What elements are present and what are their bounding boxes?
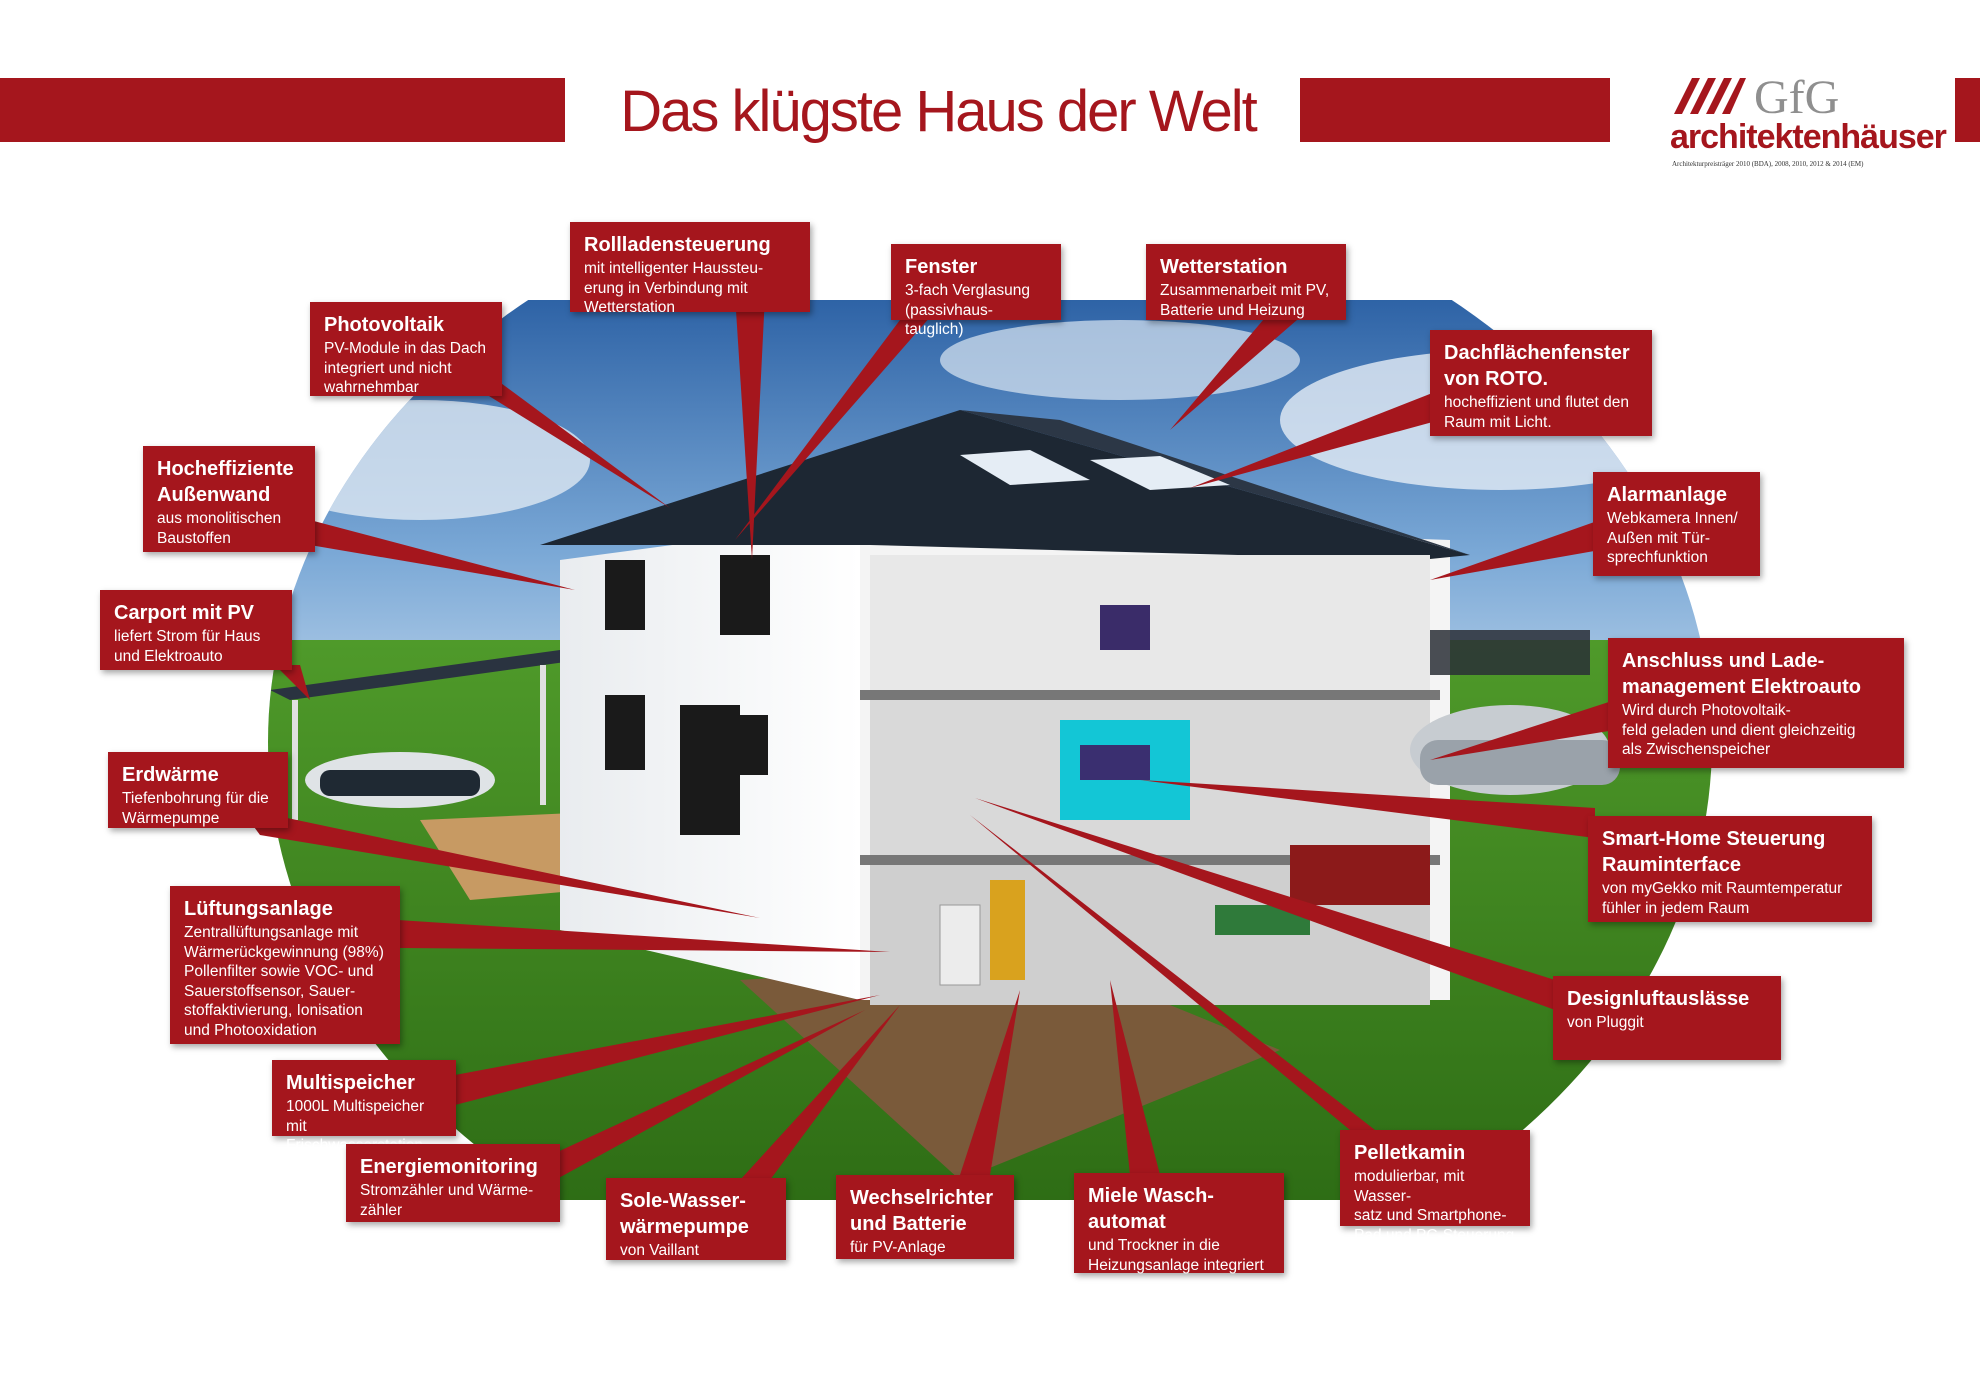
header-bar-right <box>1300 78 1610 142</box>
callout-title: Smart-Home Steuerung Rauminterface <box>1602 828 1826 876</box>
leader-solewasser <box>740 1005 900 1180</box>
callout-title: Designluftauslässe <box>1567 988 1750 1010</box>
callout-title: Multispeicher <box>286 1072 415 1094</box>
callout-text: Zentrallüftungsanlage mit Wärmerückgewin… <box>184 924 384 1039</box>
callout-energiemonitoring: Energiemonitoring Stromzähler und Wärme-… <box>346 1144 560 1222</box>
header-bar-left <box>0 78 565 142</box>
leader-wechselrichter <box>960 990 1020 1175</box>
leader-elektroauto <box>1430 700 1615 760</box>
callout-title: Erdwärme <box>122 764 219 786</box>
logo-name: architektenhäuser <box>1670 118 1947 156</box>
callout-title: Wetterstation <box>1160 256 1288 278</box>
callout-title: Anschluss und Lade- management Elektroau… <box>1622 650 1861 698</box>
callout-title: Carport mit PV <box>114 602 255 624</box>
callout-title: Hocheffiziente Außenwand <box>157 458 294 506</box>
callout-title: Wechselrichter und Batterie <box>850 1187 994 1235</box>
callout-text: Webkamera Innen/ Außen mit Tür- sprechfu… <box>1607 510 1738 566</box>
leader-lueftung <box>398 920 890 952</box>
leader-wetterstation <box>1170 300 1320 430</box>
callout-text: mit intelligenter Haussteu- erung in Ver… <box>584 260 764 316</box>
callout-title: Energiemonitoring <box>360 1156 538 1178</box>
company-logo: GfG architektenhäuser Architekturpreistr… <box>1630 71 1947 172</box>
leader-aussenwand <box>310 520 575 590</box>
callout-title: Miele Wasch- automat <box>1088 1185 1214 1233</box>
leader-carport <box>275 665 310 700</box>
leader-dachflaechenfenster <box>1190 390 1440 488</box>
leader-photovoltaik <box>455 375 670 508</box>
callout-text: und Trockner in die Heizungsanlage integ… <box>1088 1237 1264 1274</box>
callout-text: modulierbar, mit Wasser- satz und Smartp… <box>1354 1168 1515 1244</box>
callout-text: für PV-Anlage <box>850 1239 946 1256</box>
callout-text: hocheffizient und flutet den Raum mit Li… <box>1444 394 1629 431</box>
callout-miele: Miele Wasch- automat und Trockner in die… <box>1074 1173 1284 1274</box>
callout-wetterstation: Wetterstation Zusammenarbeit mit PV, Bat… <box>1146 244 1346 320</box>
callout-aussenwand: Hocheffiziente Außenwand aus monolitisch… <box>143 446 315 552</box>
leader-smarthome <box>1140 780 1595 838</box>
callout-photovoltaik: Photovoltaik PV-Module in das Dach integ… <box>310 302 502 396</box>
callout-text: von Pluggit <box>1567 1014 1644 1031</box>
logo-stripes-icon <box>1674 78 1746 114</box>
callout-fenster: Fenster 3-fach Verglasung (passivhaus-ta… <box>891 244 1061 338</box>
callout-title: Lüftungsanlage <box>184 898 333 920</box>
callout-designluftauslaesse: Designluftauslässe von Pluggit <box>1553 976 1781 1060</box>
callout-title: Sole-Wasser- wärmepumpe <box>620 1190 749 1238</box>
callout-alarmanlage: Alarmanlage Webkamera Innen/ Außen mit T… <box>1593 472 1760 576</box>
page-title: Das klügste Haus der Welt <box>620 79 1258 144</box>
callout-multispeicher: Multispeicher 1000L Multispeicher mit Fr… <box>272 1060 456 1154</box>
callout-text: aus monolitischen Baustoffen <box>157 510 282 547</box>
callout-text: von myGekko mit Raumtemperatur fühler in… <box>1602 880 1843 917</box>
leader-alarmanlage <box>1430 520 1600 580</box>
leader-designluft <box>975 798 1555 1010</box>
leader-rollladen <box>735 295 765 560</box>
callout-text: Stromzähler und Wärme- zähler <box>360 1182 534 1219</box>
leader-pelletkamin <box>970 815 1375 1130</box>
callout-text: Wird durch Photovoltaik- feld geladen un… <box>1622 702 1856 758</box>
callout-carport: Carport mit PV liefert Strom für Haus un… <box>100 590 292 670</box>
callout-dachflaechenfenster: Dachflächenfenster von ROTO. hocheffizie… <box>1430 330 1652 436</box>
callout-rollladensteuerung: Rollladensteuerung mit intelligenter Hau… <box>570 222 810 316</box>
callout-title: Rollladensteuerung <box>584 234 771 256</box>
leader-energiemonitoring <box>540 1010 865 1180</box>
callout-text: Tiefenbohrung für die Wärmepumpe <box>122 790 269 827</box>
leader-multispeicher <box>455 995 880 1105</box>
callout-solewasser: Sole-Wasser- wärmepumpe von Vaillant <box>606 1178 786 1260</box>
callout-title: Photovoltaik <box>324 314 445 336</box>
logo-brand: GfG <box>1754 71 1840 124</box>
callout-text: von Vaillant <box>620 1242 699 1259</box>
callout-title: Fenster <box>905 256 978 278</box>
callout-lueftungsanlage: Lüftungsanlage Zentrallüftungsanlage mit… <box>170 886 400 1044</box>
callout-elektroauto: Anschluss und Lade- management Elektroau… <box>1608 638 1904 768</box>
callout-text: PV-Module in das Dach integriert und nic… <box>324 340 486 396</box>
callout-title: Dachflächenfenster von ROTO. <box>1444 342 1630 390</box>
callout-text: Zusammenarbeit mit PV, Batterie und Heiz… <box>1160 282 1330 319</box>
leader-fenster <box>735 300 945 540</box>
callout-title: Alarmanlage <box>1607 484 1728 506</box>
leader-miele <box>1110 980 1160 1175</box>
callout-text: liefert Strom für Haus und Elektroauto <box>114 628 261 665</box>
callout-title: Pelletkamin <box>1354 1142 1466 1164</box>
callout-smarthome: Smart-Home Steuerung Rauminterface von m… <box>1588 816 1872 922</box>
leader-erdwaerme <box>240 808 760 918</box>
callout-wechselrichter: Wechselrichter und Batterie für PV-Anlag… <box>836 1175 1014 1259</box>
header-bar-far-right <box>1955 78 1980 142</box>
callout-pelletkamin: Pelletkamin modulierbar, mit Wasser- sat… <box>1340 1130 1530 1244</box>
callout-erdwaerme: Erdwärme Tiefenbohrung für die Wärmepump… <box>108 752 288 828</box>
logo-awards: Architekturpreisträger 2010 (BDA), 2008,… <box>1672 160 1864 168</box>
callout-text: 3-fach Verglasung (passivhaus-tauglich) <box>905 282 1030 338</box>
